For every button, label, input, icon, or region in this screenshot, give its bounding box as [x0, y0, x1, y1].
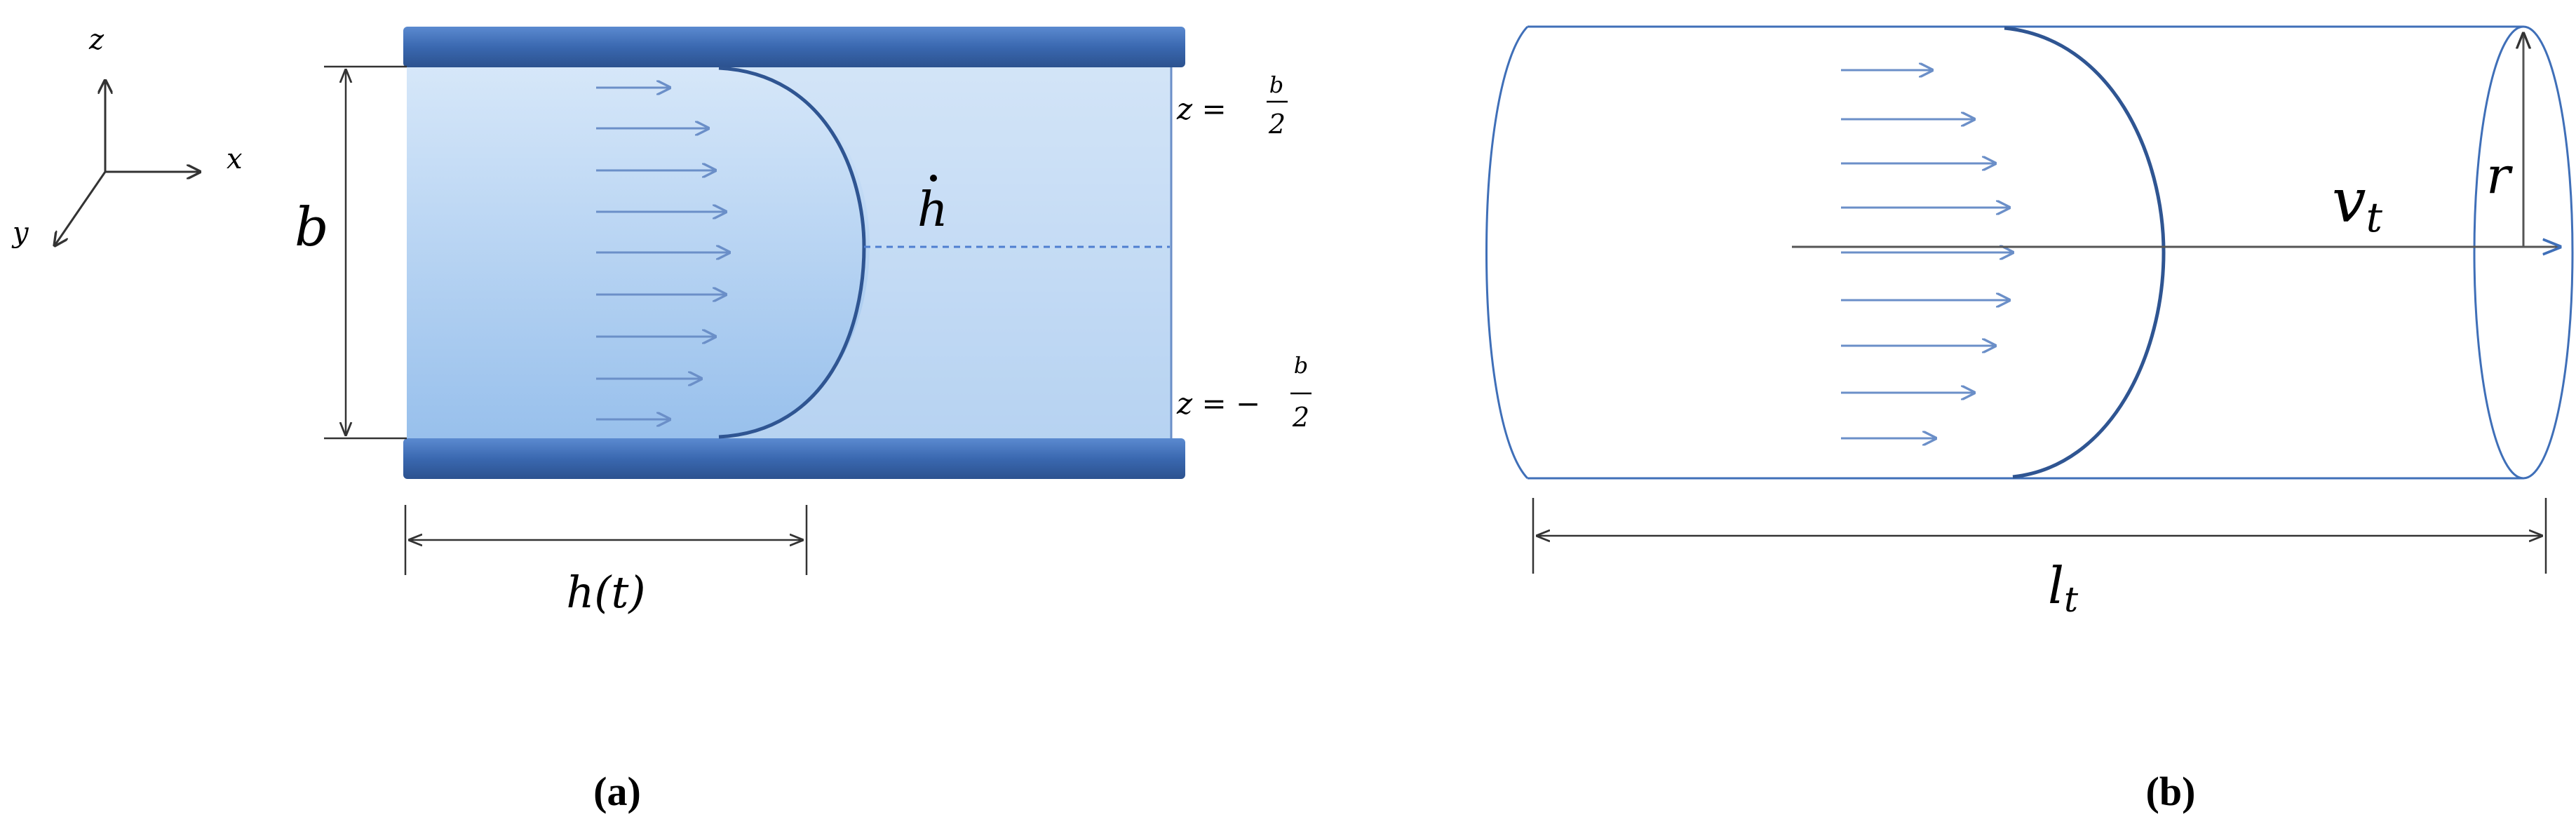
cylinder-left-end — [1485, 25, 1529, 480]
coordinate-axes — [55, 81, 200, 245]
panel-a: z x y h — [11, 24, 1311, 814]
cylinder-right-end — [2473, 25, 2574, 480]
x-axis-label: x — [227, 143, 243, 175]
velocity-subscript: t — [2366, 194, 2383, 241]
meniscus-curve-b — [2004, 26, 2166, 479]
y-axis-arrow — [55, 171, 107, 245]
tube-length-label: lt — [2048, 556, 2079, 620]
caption-a: (a) — [593, 769, 641, 814]
bottom-wall-fraction-num: b — [1294, 352, 1308, 379]
bottom-wall-fraction-den: 2 — [1292, 402, 1309, 433]
height-label: b — [295, 196, 329, 258]
length-label-a: h(t) — [566, 567, 645, 618]
velocity-profile-b — [1841, 70, 2013, 438]
meniscus-velocity-label: h — [917, 182, 948, 238]
velocity-symbol: v — [2332, 166, 2366, 236]
meniscus-velocity-dot — [930, 175, 937, 182]
velocity-label: vt — [2332, 166, 2383, 241]
top-wall-fraction-den: 2 — [1268, 109, 1286, 140]
top-wall-fraction-num: b — [1269, 72, 1283, 98]
z-axis-label: z — [88, 24, 104, 56]
tube-length-subscript: t — [2064, 579, 2079, 620]
bottom-wall-z-label: z = − — [1176, 386, 1260, 421]
panel-b: r vt lt (b) — [1485, 25, 2574, 814]
radius-label: r — [2486, 146, 2513, 205]
tube-length-symbol: l — [2048, 556, 2064, 615]
top-wall — [403, 27, 1185, 67]
y-axis-label: y — [11, 217, 29, 249]
empty-channel — [722, 67, 1171, 438]
top-wall-z-label: z = — [1176, 92, 1236, 126]
caption-b: (b) — [2146, 769, 2196, 814]
bottom-wall — [403, 438, 1185, 479]
velocity-profile-a — [596, 88, 729, 419]
